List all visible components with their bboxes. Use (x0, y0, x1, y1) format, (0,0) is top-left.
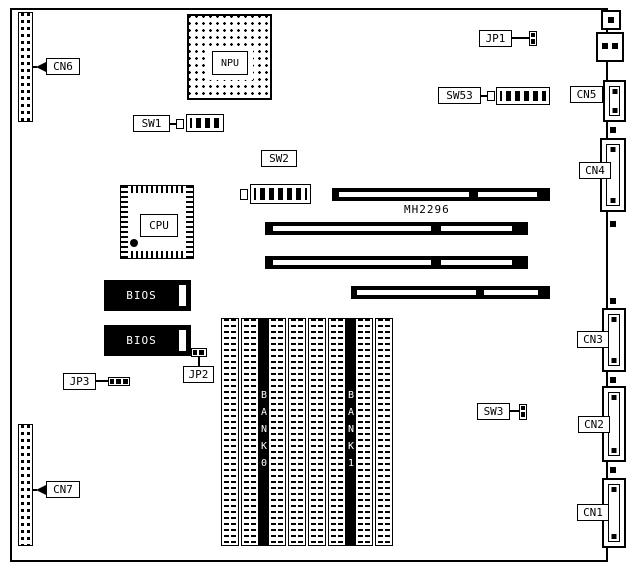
sw2-switch-lead (240, 189, 248, 200)
cn5-connector (603, 80, 626, 122)
connector-pin (611, 534, 617, 539)
arrow-left-icon (36, 62, 46, 72)
simm-socket (268, 318, 286, 546)
sw3-leader-line (510, 410, 519, 412)
mouse-port (596, 32, 624, 62)
cn3-label: CN3 (577, 331, 609, 348)
sw53-leader-line (481, 95, 487, 97)
sw53-switch-lead (487, 91, 495, 101)
connector-pin (612, 108, 617, 113)
cn2-label: CN2 (578, 416, 610, 433)
sw1-leader-line (170, 123, 176, 125)
bios-chip-label: BIOS (126, 289, 157, 302)
cn6-leader-line (33, 66, 37, 68)
slot-opening (356, 290, 477, 295)
connector-pin (611, 358, 617, 363)
simm-socket (288, 318, 306, 546)
cn3-connector (602, 308, 626, 372)
cpu-pin1-dot (130, 239, 138, 247)
slot-opening (272, 226, 431, 231)
connector-pin (611, 487, 617, 492)
cn5-label: CN5 (570, 86, 603, 103)
keyboard-port (601, 10, 621, 30)
mounting-screw (610, 298, 616, 304)
mounting-screw (610, 467, 616, 473)
cpu-pins-top (121, 186, 193, 193)
slot-opening (484, 290, 539, 295)
bios-notch (178, 284, 187, 307)
bios-chip-label: BIOS (126, 334, 157, 347)
connector-pin (610, 198, 616, 203)
cpu-pins-right (186, 186, 193, 258)
cpu-chip-label: CPU (140, 214, 178, 237)
port-pad (612, 43, 618, 49)
slot-opening (441, 226, 513, 231)
mounting-screw (610, 221, 616, 227)
expansion-slot-4 (351, 286, 550, 299)
cpu-pins-bottom (121, 251, 193, 258)
simm-socket (241, 318, 259, 546)
expansion-slot-2 (265, 222, 528, 235)
expansion-slot-1 (332, 188, 550, 201)
jp2-label: JP2 (183, 366, 214, 383)
cn6-pin-header (18, 12, 33, 122)
jp1-jumper (529, 31, 537, 46)
cn7-pin-header (18, 424, 33, 546)
npu-chip-label: NPU (212, 51, 248, 75)
jp2-jumper (191, 348, 207, 357)
jp3-jumper (108, 377, 130, 386)
cn1-label: CN1 (577, 504, 609, 521)
simm-socket (308, 318, 326, 546)
jp2-leader-line (198, 357, 200, 366)
sw1-label: SW1 (133, 115, 170, 132)
mounting-screw (610, 127, 616, 133)
bios-chip-top: BIOS (104, 280, 191, 311)
simm-socket (221, 318, 239, 546)
simm-socket (375, 318, 393, 546)
sw1-dip-switch (186, 114, 224, 132)
simm-socket (355, 318, 373, 546)
bank0-label: BANK0 (259, 318, 270, 546)
jp1-leader-line (512, 37, 529, 39)
cn7-leader-line (33, 489, 37, 491)
connector-pin (610, 147, 616, 152)
jp1-label: JP1 (479, 30, 512, 47)
arrow-left-icon (36, 485, 46, 495)
connector-pin (611, 448, 617, 453)
slot-opening (478, 192, 537, 197)
port-pad (608, 17, 614, 23)
board-model-label: MH2296 (404, 203, 450, 216)
connector-inner (609, 86, 620, 116)
sw2-label: SW2 (261, 150, 297, 167)
mounting-screw (610, 377, 616, 383)
sw3-label: SW3 (477, 403, 510, 420)
cn6-label: CN6 (46, 58, 80, 75)
slot-opening (338, 192, 470, 197)
slot-opening (441, 260, 513, 265)
cn4-connector (600, 138, 626, 212)
sw3-jumper (519, 404, 527, 420)
cpu-chip: CPU (120, 185, 194, 259)
connector-pin (611, 317, 617, 322)
sw2-dip-switch (250, 184, 311, 204)
connector-pin (612, 89, 617, 94)
jp3-label: JP3 (63, 373, 96, 390)
cn4-label: CN4 (579, 162, 611, 179)
bios-notch (178, 329, 187, 352)
cn7-label: CN7 (46, 481, 80, 498)
port-pad (602, 43, 608, 49)
connector-pin (611, 395, 617, 400)
sw1-switch-lead (176, 119, 184, 129)
bank1-label: BANK1 (346, 318, 357, 546)
expansion-slot-3 (265, 256, 528, 269)
bios-chip-bottom: BIOS (104, 325, 191, 356)
slot-opening (272, 260, 431, 265)
cpu-pins-left (121, 186, 128, 258)
sw53-label: SW53 (438, 87, 481, 104)
simm-socket (328, 318, 346, 546)
jp3-leader-line (96, 380, 108, 382)
sw53-dip-switch (496, 87, 550, 105)
